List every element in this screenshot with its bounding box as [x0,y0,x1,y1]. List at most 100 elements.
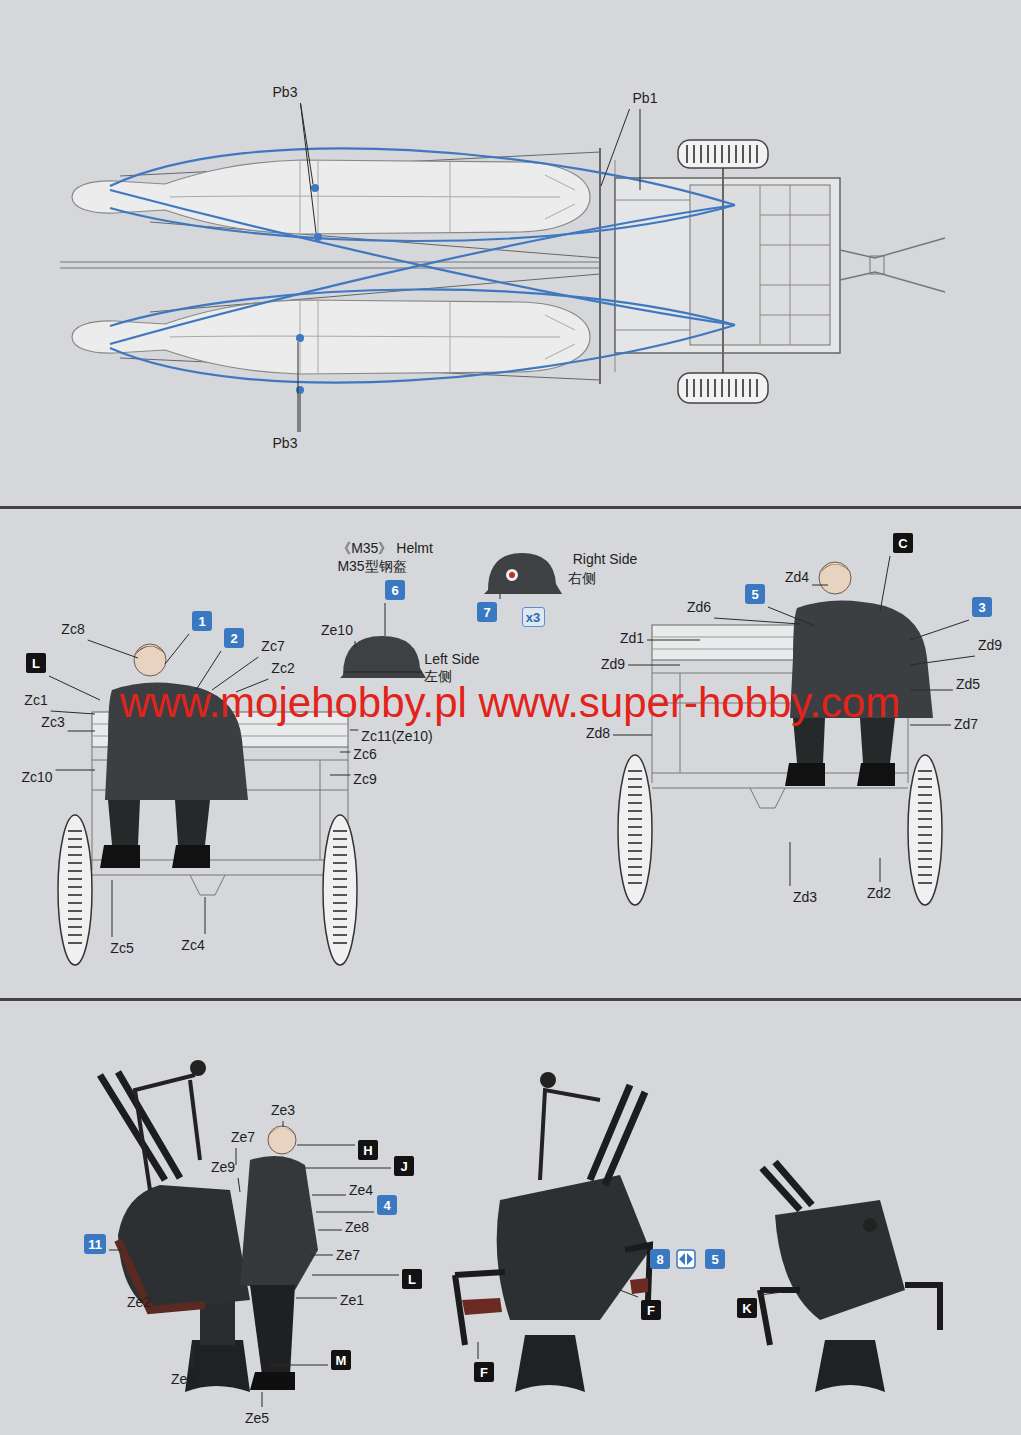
anti-aircraft-gun [118,1240,205,1310]
anti-aircraft-gun [118,1185,250,1310]
part-label: Zd5 [956,676,980,692]
leader-line [192,1345,193,1368]
part-label: Zd9 [601,656,625,672]
cart-rear-view [333,830,347,950]
part-label: Zd9 [978,637,1002,653]
leader-line [647,640,700,641]
seated-soldier [108,800,210,845]
leader-line [385,603,386,636]
callout-text: 2 [230,631,237,646]
leader-line [297,1145,355,1146]
leader-line [51,711,95,714]
part-label: Ze7 [336,1247,360,1263]
anti-aircraft-gun [762,1162,812,1210]
leader-line [312,1195,346,1196]
leader-line [205,897,206,934]
anti-aircraft-gun [462,1278,648,1315]
leader-line [316,1212,374,1213]
callout-text: L [408,1272,416,1287]
anti-aircraft-gun [455,1245,650,1345]
horse [170,160,575,234]
leader-line [880,556,890,612]
part-label: Pb3 [273,435,298,451]
step-callout: 2 [224,628,244,648]
leader-line [628,665,680,666]
helmet [345,672,422,673]
anti-aircraft-gun [760,1162,940,1392]
rein-ring [296,386,304,394]
leader-line [355,641,356,648]
part-label: Pb3 [273,84,298,100]
leader-line [627,1252,647,1253]
part-label: Zd3 [793,889,817,905]
gunner [250,1372,295,1390]
letter-callout: K [737,1298,757,1318]
leader-line [298,342,299,432]
cart-top-view [599,148,601,384]
letter-callout: L [26,653,46,673]
leader-line [303,1168,391,1169]
anti-aircraft-gun [815,1340,885,1392]
anti-aircraft-gun [135,1075,200,1190]
leader-line [640,109,641,190]
cart-top-view [678,373,768,403]
callout-text: 4 [383,1198,390,1213]
part-label: Ze6 [171,1371,195,1387]
leader-line [714,618,800,624]
helmet [340,636,426,678]
helmet [340,636,426,678]
gunner [250,1285,295,1375]
leader-line [112,880,113,937]
leader-line [268,1365,328,1366]
letter-callout: F [474,1362,494,1382]
letter-callout: H [358,1140,378,1160]
leader-line [310,1255,333,1256]
cart-top-view [60,262,600,268]
cart-rear-view [628,770,642,890]
helmet [506,569,518,581]
part-label: Ze10 [321,622,353,638]
part-label: Ze9 [211,1159,235,1175]
part-label: Zd2 [867,885,891,901]
part-label: Ze1 [340,1292,364,1308]
reins [110,148,735,205]
gunner [268,1126,296,1154]
leader-line [238,1178,240,1192]
reins [110,205,735,241]
letter-callout: J [394,1156,414,1176]
anti-aircraft-gun [200,1300,235,1345]
leader-line [910,725,951,726]
panel-divider [0,506,1021,1001]
callout-text: F [647,1303,655,1318]
seated-soldier [134,644,166,676]
part-label: Zc4 [181,937,204,953]
leader-line [330,775,350,776]
seated-soldier [785,562,933,786]
anti-aircraft-gun [775,1200,905,1320]
part-label: Pb1 [633,90,658,106]
cart-top-view [870,256,884,274]
cart-rear-view [58,815,92,965]
part-label: Zc1 [24,692,47,708]
step-callout: 11 [84,1234,106,1254]
leader-line [478,1342,479,1359]
rein-ring [296,184,322,394]
leader-line [760,1292,782,1295]
callout-text: 7 [483,605,490,620]
anti-aircraft-gun [100,1060,250,1392]
callout-text: 5 [711,1252,718,1267]
callout-text: J [400,1159,407,1174]
rein-ring [314,233,322,241]
step-callout: 3 [972,597,992,617]
helmet [509,572,515,578]
seated-soldier [820,564,851,573]
leader-line [910,690,953,691]
leader-line [340,752,350,753]
callout-text: 5 [751,587,758,602]
seated-soldier [785,763,895,786]
callout-text: x3 [526,610,540,625]
step-callout: 5 [745,584,765,604]
leader-line [109,1250,122,1251]
step-callout: 8 [650,1249,670,1269]
